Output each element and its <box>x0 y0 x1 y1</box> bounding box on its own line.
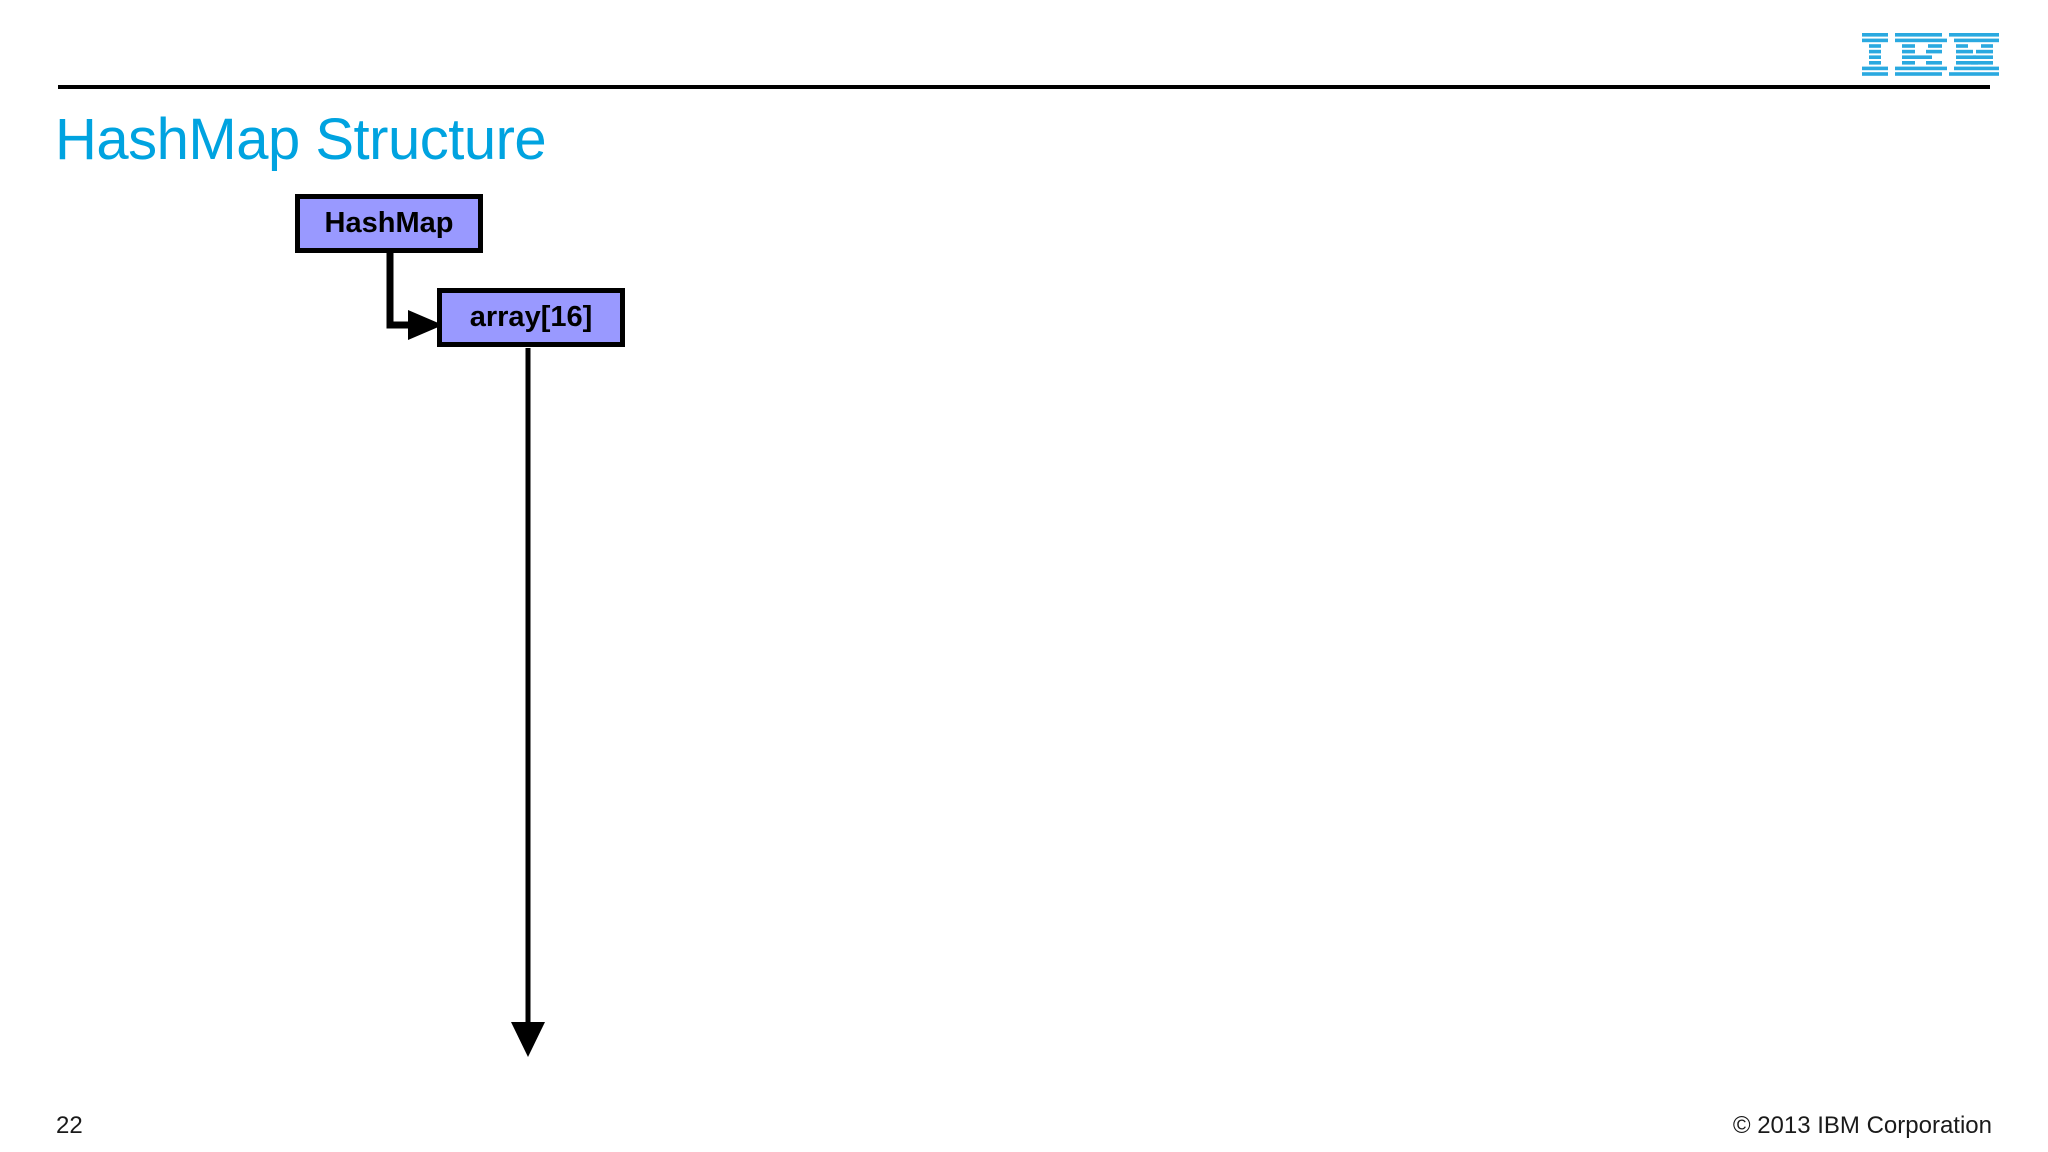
page-number: 22 <box>56 1112 83 1139</box>
node-box-array[interactable]: array[16] <box>437 288 625 347</box>
page-title: HashMap Structure <box>55 107 547 172</box>
header-divider <box>58 85 1990 89</box>
node-label-hashmap: HashMap <box>324 207 454 239</box>
copyright-notice: © 2013 IBM Corporation <box>1732 1112 1992 1139</box>
connector-array-to-buckets <box>511 348 545 1057</box>
ibm-logo <box>1862 33 1999 77</box>
connector-hashmap-to-array <box>386 253 443 340</box>
node-box-hashmap[interactable]: HashMap <box>295 194 483 253</box>
node-label-array: array[16] <box>469 301 593 333</box>
